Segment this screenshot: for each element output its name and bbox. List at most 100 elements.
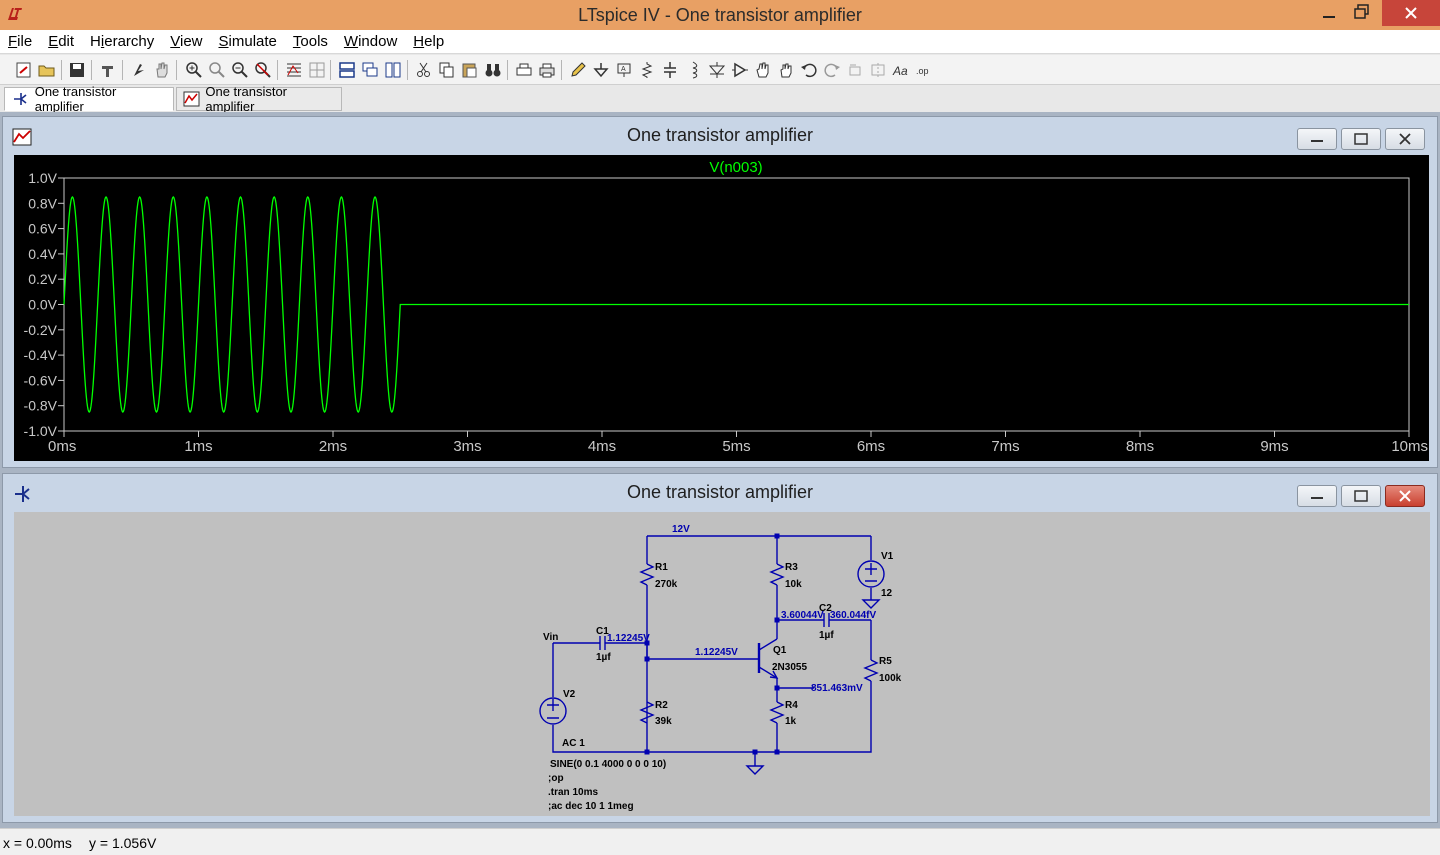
r4-label[interactable]: R4 <box>785 700 798 711</box>
waveform-close-button[interactable] <box>1385 128 1425 150</box>
close-button[interactable] <box>1382 0 1440 26</box>
zoom-fit-button[interactable] <box>253 60 273 80</box>
r2-label[interactable]: R2 <box>655 700 668 711</box>
print-button[interactable] <box>537 60 557 80</box>
halt-button[interactable] <box>152 60 172 80</box>
tab-waveform[interactable]: One transistor amplifier <box>176 84 342 114</box>
text-button[interactable]: Aa <box>891 60 911 80</box>
cascade-button[interactable] <box>360 60 380 80</box>
directive-tran[interactable]: .tran 10ms <box>548 787 598 798</box>
minimize-button[interactable] <box>1307 0 1351 24</box>
r1-label[interactable]: R1 <box>655 562 668 573</box>
schematic-close-button[interactable] <box>1385 485 1425 507</box>
menu-item-hierarchy[interactable]: Hierarchy <box>90 33 155 50</box>
node-voltage-collector[interactable]: 3.60044V <box>781 610 824 621</box>
menu-item-tools[interactable]: Tools <box>292 33 328 50</box>
resistor-r3[interactable] <box>769 563 785 586</box>
waveform-maximize-button[interactable] <box>1341 128 1381 150</box>
r5-label[interactable]: R5 <box>879 656 892 667</box>
label-net-button[interactable]: A <box>614 60 634 80</box>
resistor-r1[interactable] <box>639 563 655 586</box>
save-button[interactable] <box>67 60 87 80</box>
tile-horizontal-button[interactable] <box>337 60 357 80</box>
grid-button[interactable] <box>307 60 327 80</box>
vin-label[interactable]: Vin <box>543 632 558 643</box>
v1-value[interactable]: 12 <box>881 588 893 599</box>
directive-op[interactable]: ;op <box>548 773 564 784</box>
capacitor-c1[interactable] <box>553 636 648 659</box>
v2-sine-value[interactable]: SINE(0 0.1 4000 0 0 0 10) <box>550 759 666 770</box>
v2-label[interactable]: V2 <box>563 689 576 700</box>
transistor-q1-leads[interactable] <box>758 638 778 679</box>
v2-ac-value[interactable]: AC 1 <box>562 738 585 749</box>
v1-label[interactable]: V1 <box>881 551 894 562</box>
zoom-out-button[interactable] <box>230 60 250 80</box>
r1-value[interactable]: 270k <box>655 579 678 590</box>
node-voltage-output[interactable]: 360.044fV <box>830 610 876 621</box>
voltage-source-v1[interactable] <box>857 560 885 588</box>
open-button[interactable] <box>37 60 57 80</box>
autorange-button[interactable] <box>284 60 304 80</box>
c1-label[interactable]: C1 <box>596 626 609 637</box>
redo-button[interactable] <box>822 60 842 80</box>
r2-value[interactable]: 39k <box>655 716 672 727</box>
r5-value[interactable]: 100k <box>879 673 902 684</box>
mirror-button[interactable] <box>868 60 888 80</box>
control-panel-button[interactable] <box>98 60 118 80</box>
node-label-12v[interactable]: 12V <box>672 524 690 535</box>
find-button[interactable] <box>483 60 503 80</box>
drag-button[interactable] <box>776 60 796 80</box>
r3-value[interactable]: 10k <box>785 579 802 590</box>
resistor-r5[interactable] <box>863 659 879 682</box>
move-button[interactable] <box>753 60 773 80</box>
pan-button[interactable] <box>207 60 227 80</box>
copy-button[interactable] <box>437 60 457 80</box>
restore-button[interactable] <box>1340 0 1384 24</box>
rotate-button[interactable] <box>845 60 865 80</box>
new-schematic-button[interactable] <box>14 60 34 80</box>
c2-value[interactable]: 1µf <box>819 630 834 641</box>
node-voltage-base[interactable]: 1.12245V <box>695 647 738 658</box>
ground-button[interactable] <box>591 60 611 80</box>
resistor-button[interactable] <box>637 60 657 80</box>
schematic-canvas[interactable]: 12V R1 270k R3 10k V1 12 C2 1µf 3.60044V… <box>14 512 1430 816</box>
draw-wire-button[interactable] <box>568 60 588 80</box>
q1-label[interactable]: Q1 <box>773 645 787 656</box>
menu-item-view[interactable]: View <box>170 33 203 50</box>
node-voltage-c1[interactable]: 1.12245V <box>607 633 650 644</box>
capacitor-c2[interactable] <box>777 613 871 627</box>
zoom-in-button[interactable] <box>184 60 204 80</box>
c2-label[interactable]: C2 <box>819 603 832 614</box>
r4-value[interactable]: 1k <box>785 716 797 727</box>
inductor-button[interactable] <box>683 60 703 80</box>
run-button[interactable] <box>129 60 149 80</box>
trace-label[interactable]: V(n003) <box>709 159 762 176</box>
capacitor-button[interactable] <box>660 60 680 80</box>
component-button[interactable] <box>730 60 750 80</box>
print-preview-button[interactable] <box>514 60 534 80</box>
directive-ac[interactable]: ;ac dec 10 1 1meg <box>548 801 634 812</box>
tile-vertical-button[interactable] <box>383 60 403 80</box>
resistor-r4[interactable] <box>769 701 785 724</box>
waveform-minimize-button[interactable] <box>1297 128 1337 150</box>
menu-item-edit[interactable]: Edit <box>48 33 75 50</box>
undo-button[interactable] <box>799 60 819 80</box>
spice-directive-button[interactable]: .op <box>914 60 934 80</box>
resistor-r2[interactable] <box>639 701 655 724</box>
schematic-minimize-button[interactable] <box>1297 485 1337 507</box>
schematic-maximize-button[interactable] <box>1341 485 1381 507</box>
tab-schematic[interactable]: One transistor amplifier <box>4 84 174 114</box>
voltage-source-v2[interactable] <box>539 697 567 725</box>
r3-label[interactable]: R3 <box>785 562 798 573</box>
cut-button[interactable] <box>414 60 434 80</box>
diode-button[interactable] <box>707 60 727 80</box>
c1-value[interactable]: 1µf <box>596 652 611 663</box>
node-voltage-emitter[interactable]: 851.463mV <box>811 683 863 694</box>
menu-item-simulate[interactable]: Simulate <box>218 33 277 50</box>
menu-item-file[interactable]: File <box>8 33 33 50</box>
menu-item-help[interactable]: Help <box>413 33 445 50</box>
q1-model[interactable]: 2N3055 <box>772 662 807 673</box>
menu-item-window[interactable]: Window <box>343 33 398 50</box>
paste-button[interactable] <box>460 60 480 80</box>
